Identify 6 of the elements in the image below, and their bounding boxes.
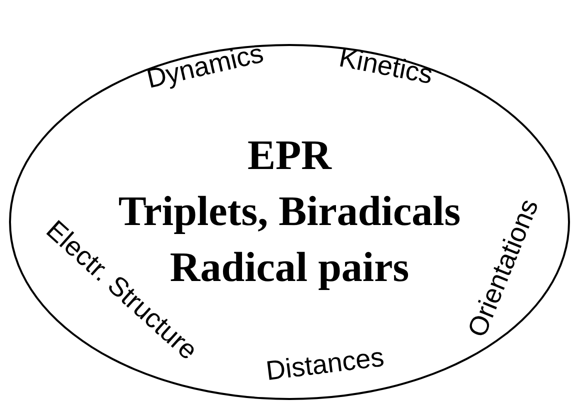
topic-label: Distances — [264, 342, 386, 386]
heading-text: Triplets, Biradicals — [118, 188, 461, 237]
topic-label: Kinetics — [336, 42, 436, 90]
heading-text: EPR — [248, 132, 332, 181]
topic-label: Dynamics — [144, 38, 266, 94]
ellipse-node — [9, 44, 570, 400]
